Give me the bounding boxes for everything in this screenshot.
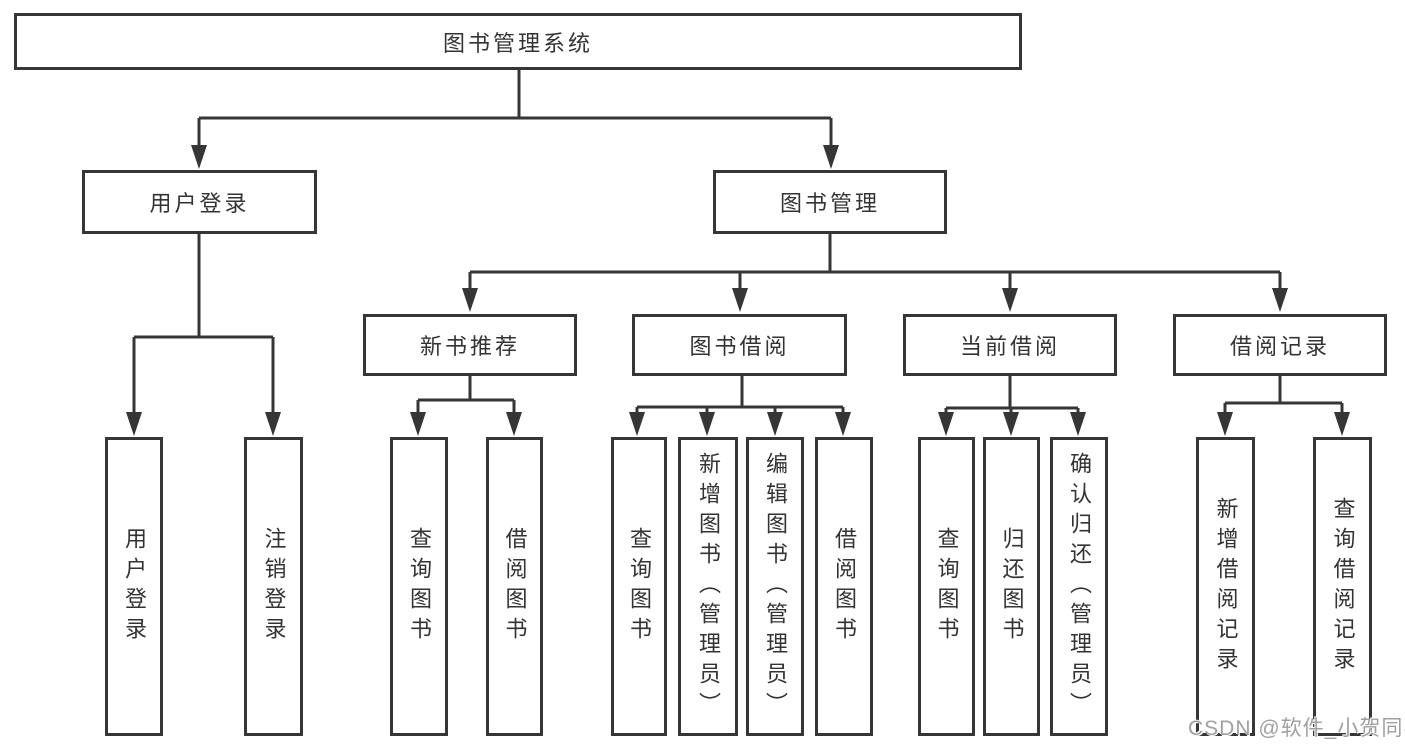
leaf-bb-borrow-books: 借阅图书	[815, 437, 873, 736]
csdn-watermark: CSDN @软件_小贺同学	[1188, 717, 1405, 740]
leaf-rec-query-record: 查询借阅记录	[1313, 437, 1372, 736]
leaf-logout: 注销登录	[244, 437, 303, 736]
node-new-book-recommend-label: 新书推荐	[419, 334, 520, 359]
node-user-login-label: 用户登录	[149, 191, 250, 216]
leaf-bb-edit-books: 编辑图书（管理员）	[746, 437, 804, 736]
node-borrow-records-label: 借阅记录	[1229, 334, 1330, 359]
leaf-cb-return-books-label: 归还图书	[999, 526, 1025, 647]
leaf-bb-add-books-label: 新增图书（管理员）	[696, 451, 721, 722]
node-book-management-label: 图书管理	[779, 191, 880, 216]
leaf-nb-query-books: 查询图书	[390, 437, 448, 736]
leaf-nb-borrow-books: 借阅图书	[486, 437, 543, 736]
leaf-rec-query-record-label: 查询借阅记录	[1330, 496, 1356, 677]
node-root-system: 图书管理系统	[14, 13, 1022, 70]
node-user-login: 用户登录	[82, 170, 317, 234]
node-book-borrow-label: 图书借阅	[689, 334, 790, 359]
node-book-borrow: 图书借阅	[632, 314, 847, 376]
leaf-nb-query-books-label: 查询图书	[407, 526, 432, 647]
node-borrow-records: 借阅记录	[1173, 314, 1387, 376]
leaf-logout-label: 注销登录	[261, 526, 287, 647]
node-current-borrow-label: 当前借阅	[959, 334, 1060, 359]
node-root-label: 图书管理系统	[442, 30, 593, 56]
leaf-bb-add-books: 新增图书（管理员）	[678, 437, 738, 736]
leaf-cb-query-books: 查询图书	[918, 437, 975, 736]
leaf-bb-query-books: 查询图书	[611, 437, 667, 736]
leaf-rec-add-record: 新增借阅记录	[1196, 437, 1255, 736]
leaf-rec-add-record-label: 新增借阅记录	[1213, 496, 1239, 677]
leaf-cb-query-books-label: 查询图书	[934, 526, 960, 647]
leaf-nb-borrow-books-label: 借阅图书	[502, 526, 528, 647]
leaf-cb-return-books: 归还图书	[983, 437, 1040, 736]
leaf-user-login-label: 用户登录	[122, 526, 147, 647]
node-book-management: 图书管理	[713, 170, 947, 234]
leaf-bb-edit-books-label: 编辑图书（管理员）	[763, 451, 788, 722]
leaf-user-login: 用户登录	[105, 437, 163, 736]
leaf-bb-borrow-books-label: 借阅图书	[832, 526, 857, 647]
leaf-cb-confirm-return-label: 确认归还（管理员）	[1067, 451, 1092, 722]
node-new-book-recommend: 新书推荐	[363, 314, 577, 376]
node-current-borrow: 当前借阅	[903, 314, 1117, 376]
leaf-cb-confirm-return: 确认归还（管理员）	[1050, 437, 1108, 736]
leaf-bb-query-books-label: 查询图书	[627, 526, 652, 647]
